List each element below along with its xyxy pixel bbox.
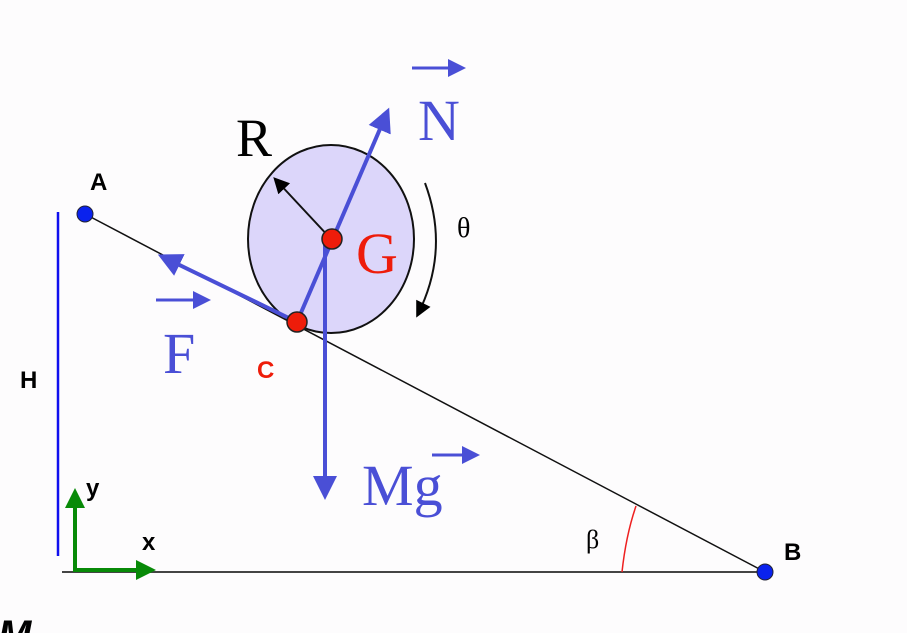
label-Mg: Mg [362, 453, 443, 518]
label-beta: β [586, 525, 599, 554]
label-C: C [257, 357, 274, 384]
label-y: y [86, 475, 100, 502]
label-R: R [236, 108, 272, 168]
label-A: A [90, 169, 107, 196]
label-F: F [163, 321, 195, 386]
label-G: G [356, 221, 398, 286]
normal-force-arrow [295, 107, 391, 323]
point-B [756, 563, 774, 581]
theta-rotation-arrow [416, 182, 437, 318]
cut-off-text: M [0, 613, 33, 633]
beta-angle-arc [621, 505, 637, 573]
label-theta: θ [457, 213, 470, 244]
radius-arrow [273, 177, 332, 240]
label-H: H [20, 367, 37, 394]
label-x: x [142, 529, 156, 556]
label-B: B [784, 539, 801, 566]
friction-force-arrow [157, 254, 298, 324]
point-C [286, 311, 308, 333]
point-A [76, 205, 94, 223]
label-N: N [418, 88, 460, 153]
point-G [321, 228, 343, 250]
